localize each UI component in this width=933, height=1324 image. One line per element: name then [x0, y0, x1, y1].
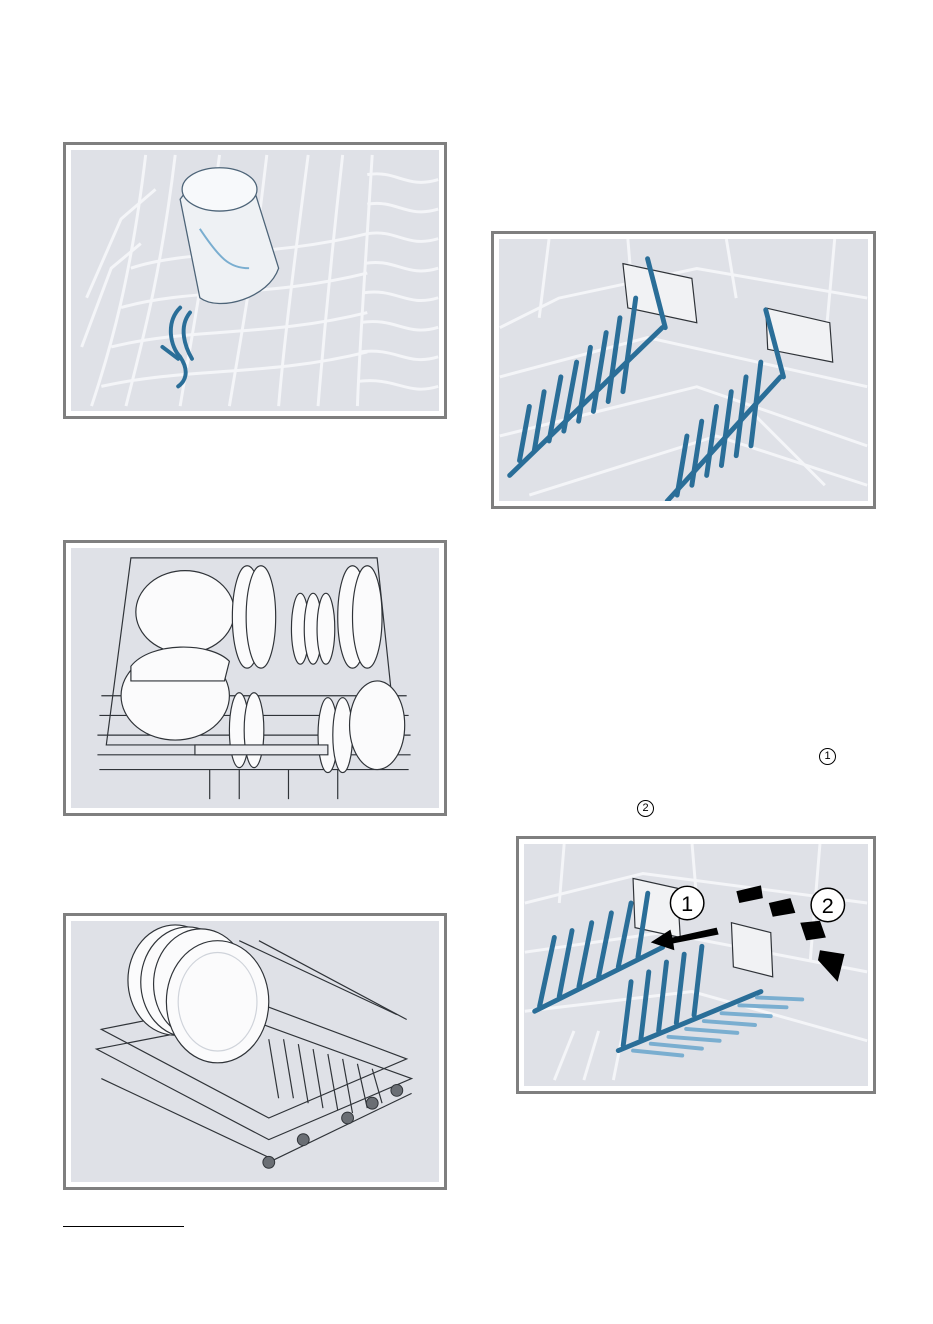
- step-2-badge: 2: [811, 888, 844, 921]
- fold-down-illustration: 1 2: [524, 844, 868, 1086]
- lower-rack-illustration: [71, 921, 439, 1182]
- step-1-badge: 1: [670, 886, 703, 919]
- figure-fold-down-steps: 1 2: [516, 836, 876, 1094]
- step-marker-1: 1: [819, 748, 836, 765]
- figure-upper-rack-loaded: [63, 540, 447, 816]
- step-marker-2: 2: [637, 800, 654, 817]
- upper-rack-illustration: [71, 548, 439, 808]
- step-2-label: 2: [822, 893, 834, 918]
- figure-folding-racks: [491, 231, 876, 509]
- bowl-icon: [121, 571, 234, 740]
- plate-stack-icon: [229, 566, 404, 773]
- folding-racks-illustration: [499, 239, 868, 501]
- footnote-rule: [63, 1226, 184, 1227]
- figure-lower-rack-plates: [63, 913, 447, 1190]
- step-1-label: 1: [681, 891, 693, 916]
- large-plate-icon: [128, 925, 269, 1063]
- glass-holder-illustration: [71, 150, 439, 411]
- figure-glass-holder: [63, 142, 447, 419]
